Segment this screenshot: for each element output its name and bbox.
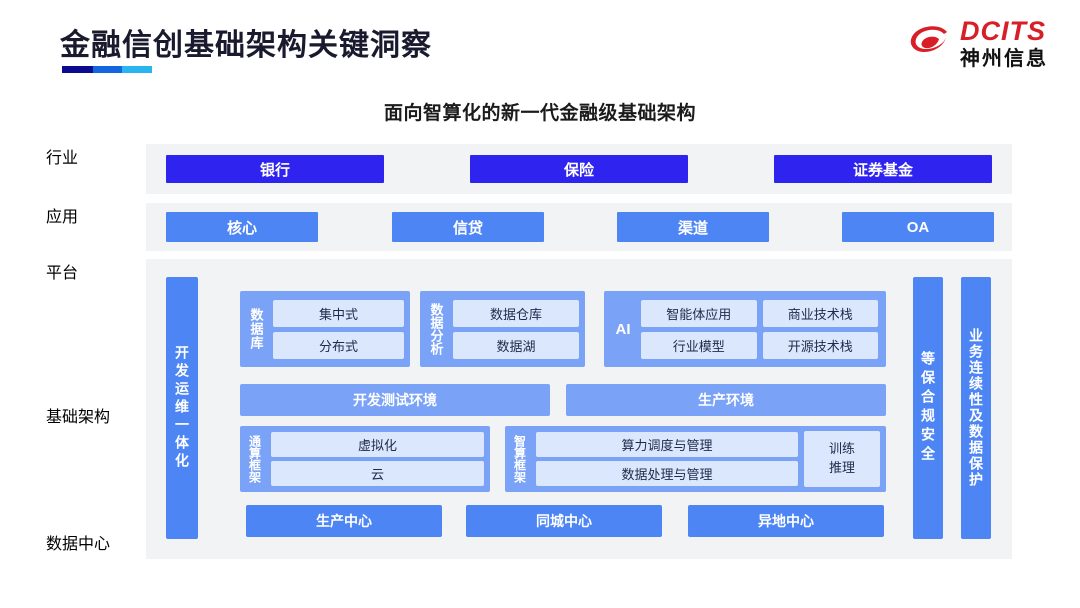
group-data-analysis[interactable]: 数据分析 数据仓库 数据湖	[420, 291, 585, 367]
sidebar-item-infrastructure[interactable]: 基础架构	[46, 409, 111, 426]
group-database-label: 数据库	[248, 308, 264, 350]
application-chip-channel[interactable]: 渠道	[617, 212, 769, 242]
industry-chip-securities-fund[interactable]: 证券基金	[774, 155, 992, 183]
datacenter-chip-production[interactable]: 生产中心	[246, 505, 442, 537]
industry-chip-insurance[interactable]: 保险	[470, 155, 688, 183]
application-chip-core[interactable]: 核心	[166, 212, 318, 242]
logo-text-cn: 神州信息	[960, 48, 1048, 70]
cell-commercial-stack[interactable]: 商业技术栈	[762, 299, 878, 327]
page-title: 金融信创基础架构关键洞察	[60, 29, 432, 62]
brand-logo: DCITS 神州信息	[906, 18, 1048, 69]
cell-cloud[interactable]: 云	[271, 461, 484, 486]
cell-agent-application[interactable]: 智能体应用	[641, 299, 757, 327]
dcits-swirl-icon	[906, 21, 952, 67]
application-chip-credit[interactable]: 信贷	[392, 212, 544, 242]
sidebar-item-platform[interactable]: 平台	[46, 265, 79, 282]
env-dev-test[interactable]: 开发测试环境	[240, 384, 550, 416]
group-data-analysis-label: 数据分析	[428, 303, 444, 355]
cell-training-inference[interactable]: 训练 推理	[804, 431, 880, 487]
cell-data-warehouse[interactable]: 数据仓库	[453, 299, 579, 327]
env-production[interactable]: 生产环境	[566, 384, 886, 416]
sidebar-item-application[interactable]: 应用	[46, 209, 79, 226]
sidebar-item-industry[interactable]: 行业	[46, 150, 79, 167]
cell-distributed[interactable]: 分布式	[273, 331, 404, 359]
datacenter-chip-remote[interactable]: 异地中心	[688, 505, 884, 537]
devops-integration-column[interactable]: 开发运维一体化	[166, 277, 198, 539]
page-subtitle: 面向智算化的新一代金融级基础架构	[383, 103, 696, 124]
group-general-compute-label: 通算框架	[247, 435, 262, 483]
cell-data-processing[interactable]: 数据处理与管理	[536, 461, 798, 486]
application-chip-oa[interactable]: OA	[842, 212, 994, 242]
business-continuity-column[interactable]: 业务连续性及数据保护	[961, 277, 991, 539]
sidebar-item-datacenter[interactable]: 数据中心	[46, 536, 111, 553]
group-ai-label: AI	[615, 320, 631, 338]
group-ai[interactable]: AI 智能体应用 商业技术栈 行业模型 开源技术栈	[604, 291, 886, 367]
group-intelligent-compute-label: 智算框架	[512, 435, 527, 483]
cell-virtualization[interactable]: 虚拟化	[271, 432, 484, 457]
cell-data-lake[interactable]: 数据湖	[453, 331, 579, 359]
compliance-security-column[interactable]: 等保合规安全	[913, 277, 943, 539]
title-underline	[62, 66, 152, 73]
logo-text-en: DCITS	[960, 16, 1046, 46]
cell-industry-model[interactable]: 行业模型	[641, 331, 757, 359]
group-database[interactable]: 数据库 集中式 分布式	[240, 291, 410, 367]
group-general-compute-framework[interactable]: 通算框架 虚拟化 云	[240, 426, 490, 492]
datacenter-chip-metro[interactable]: 同城中心	[466, 505, 662, 537]
group-intelligent-compute-framework[interactable]: 智算框架 算力调度与管理 数据处理与管理 训练 推理	[505, 426, 886, 492]
cell-opensource-stack[interactable]: 开源技术栈	[762, 331, 878, 359]
cell-centralized[interactable]: 集中式	[273, 299, 404, 327]
industry-chip-bank[interactable]: 银行	[166, 155, 384, 183]
cell-compute-scheduling[interactable]: 算力调度与管理	[536, 432, 798, 457]
